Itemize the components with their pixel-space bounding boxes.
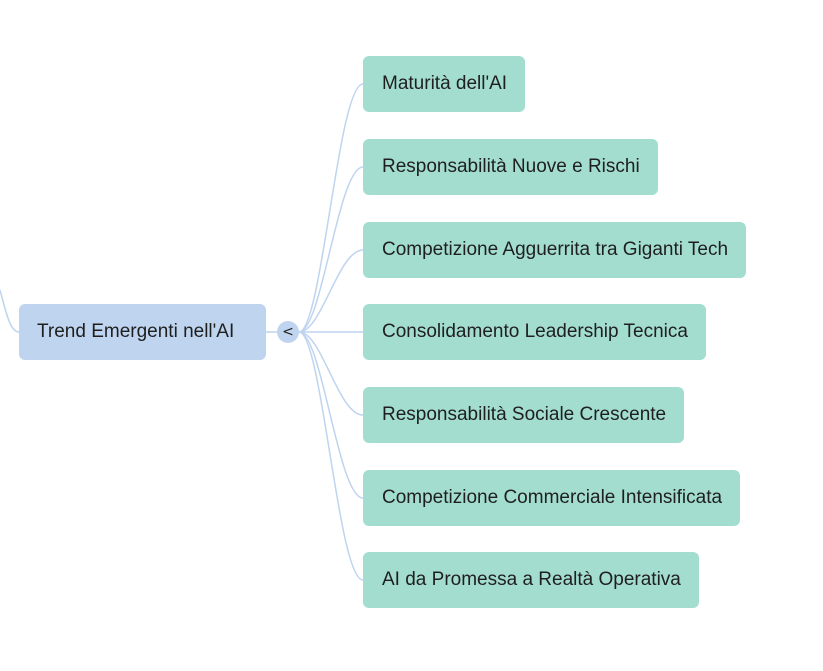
child-node-label: Responsabilità Nuove e Rischi	[382, 156, 640, 177]
child-connector	[298, 166, 364, 333]
child-node-label: AI da Promessa a Realtà Operativa	[382, 569, 681, 590]
chevron-left-icon: <	[282, 324, 294, 340]
child-node-label: Competizione Agguerrita tra Giganti Tech	[382, 239, 729, 260]
child-connector	[298, 331, 364, 581]
child-node[interactable]: Responsabilità Nuove e Rischi	[363, 139, 658, 195]
child-connector	[298, 249, 364, 333]
child-node[interactable]: Responsabilità Sociale Crescente	[363, 387, 685, 443]
child-node-label: Maturità dell'AI	[382, 73, 508, 94]
root-node-label: Trend Emergenti nell'AI	[37, 321, 235, 342]
child-node-label: Consolidamento Leadership Tecnica	[382, 321, 688, 342]
child-node-label: Competizione Commerciale Intensificata	[382, 487, 723, 508]
parent-connector	[0, 289, 20, 333]
child-connector	[298, 331, 364, 499]
root-node[interactable]: Trend Emergenti nell'AI	[19, 304, 266, 360]
child-connector	[298, 83, 364, 333]
collapse-toggle-button[interactable]: <	[277, 321, 299, 343]
child-node[interactable]: Competizione Commerciale Intensificata	[363, 470, 741, 526]
child-node[interactable]: Consolidamento Leadership Tecnica	[363, 304, 706, 360]
child-node[interactable]: Maturità dell'AI	[363, 56, 526, 112]
child-node[interactable]: Competizione Agguerrita tra Giganti Tech	[363, 222, 747, 278]
child-node[interactable]: AI da Promessa a Realtà Operativa	[363, 552, 699, 608]
child-node-label: Responsabilità Sociale Crescente	[382, 404, 667, 425]
child-connector	[298, 331, 364, 416]
